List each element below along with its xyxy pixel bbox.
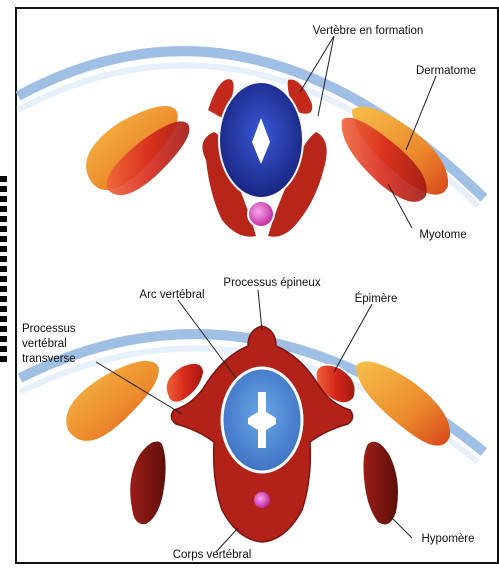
dash-mark	[0, 216, 7, 222]
label-transverse-line3: transverse	[22, 353, 76, 365]
dash-mark	[0, 236, 7, 242]
dash-mark	[0, 286, 7, 292]
dash-mark	[0, 196, 7, 202]
dash-mark	[0, 266, 7, 272]
notochord-top	[248, 201, 274, 227]
dash-mark	[0, 226, 7, 232]
label-vertebral-arch: Arc vertébral	[139, 289, 204, 301]
dash-mark	[0, 356, 7, 362]
dash-mark	[0, 336, 7, 342]
dash-mark	[0, 176, 7, 182]
dash-mark	[0, 306, 7, 312]
label-vertebral-body: Corps vertébral	[173, 549, 252, 561]
dash-mark	[0, 326, 7, 332]
dash-mark	[0, 296, 7, 302]
label-hypomere: Hypomère	[421, 533, 474, 545]
dash-mark	[0, 276, 7, 282]
dash-mark	[0, 346, 7, 352]
label-epimere: Épimère	[355, 292, 398, 305]
label-vertebra-forming: Vertèbre en formation	[313, 25, 424, 37]
dash-mark	[0, 256, 7, 262]
notochord-bottom	[254, 492, 270, 508]
label-transverse-line1: Processus	[22, 323, 76, 335]
label-dermatome: Dermatome	[416, 65, 476, 77]
dash-mark	[0, 246, 7, 252]
label-spinous-process: Processus épineux	[223, 277, 320, 289]
dash-mark	[0, 206, 7, 212]
label-transverse-line2: vertébral	[22, 338, 67, 350]
label-myotome: Myotome	[419, 229, 466, 241]
dash-mark	[0, 316, 7, 322]
dash-mark	[0, 186, 7, 192]
